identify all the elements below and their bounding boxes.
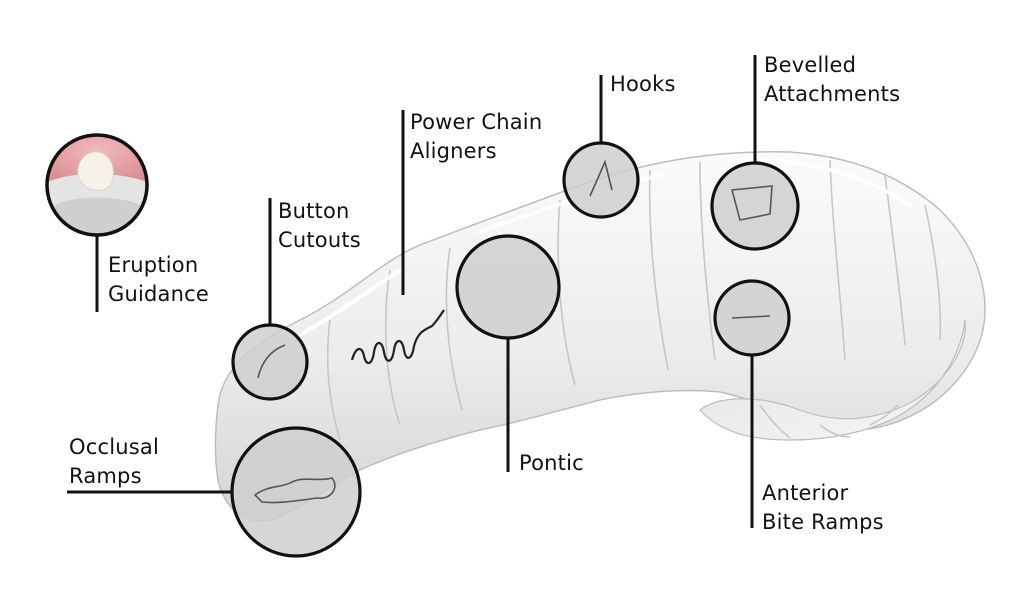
callout-details [253, 159, 773, 504]
hooks-callout [562, 141, 640, 219]
pontic-label: Pontic [519, 451, 584, 475]
pontic-callout [455, 234, 561, 340]
callout-circles [230, 141, 800, 558]
bevelled-attachments-label: Bevelled Attachments [764, 53, 901, 106]
button-cutouts-callout [231, 323, 309, 401]
anterior-bite-ramps-callout [713, 279, 791, 357]
aligner-illustration [214, 151, 986, 522]
occlusal-ramps-callout [230, 426, 362, 558]
eruption-guidance-label: Eruption Guidance [108, 253, 209, 306]
button-cutouts-label: Button Cutouts [278, 199, 361, 252]
eruption-guidance-inset [45, 133, 149, 237]
occlusal-ramps-label: Occlusal Ramps [69, 435, 160, 488]
leader-lines [67, 55, 757, 528]
power-chain-spring [350, 309, 445, 365]
bevelled-attachments-callout [710, 161, 800, 251]
hooks-label: Hooks [610, 72, 676, 96]
tooth-contours [326, 159, 942, 441]
aligner-inner-edge [699, 319, 966, 441]
anterior-bite-ramps-label: Anterior Bite Ramps [762, 481, 884, 534]
power-chain-aligners-label: Power Chain Aligners [410, 110, 543, 163]
